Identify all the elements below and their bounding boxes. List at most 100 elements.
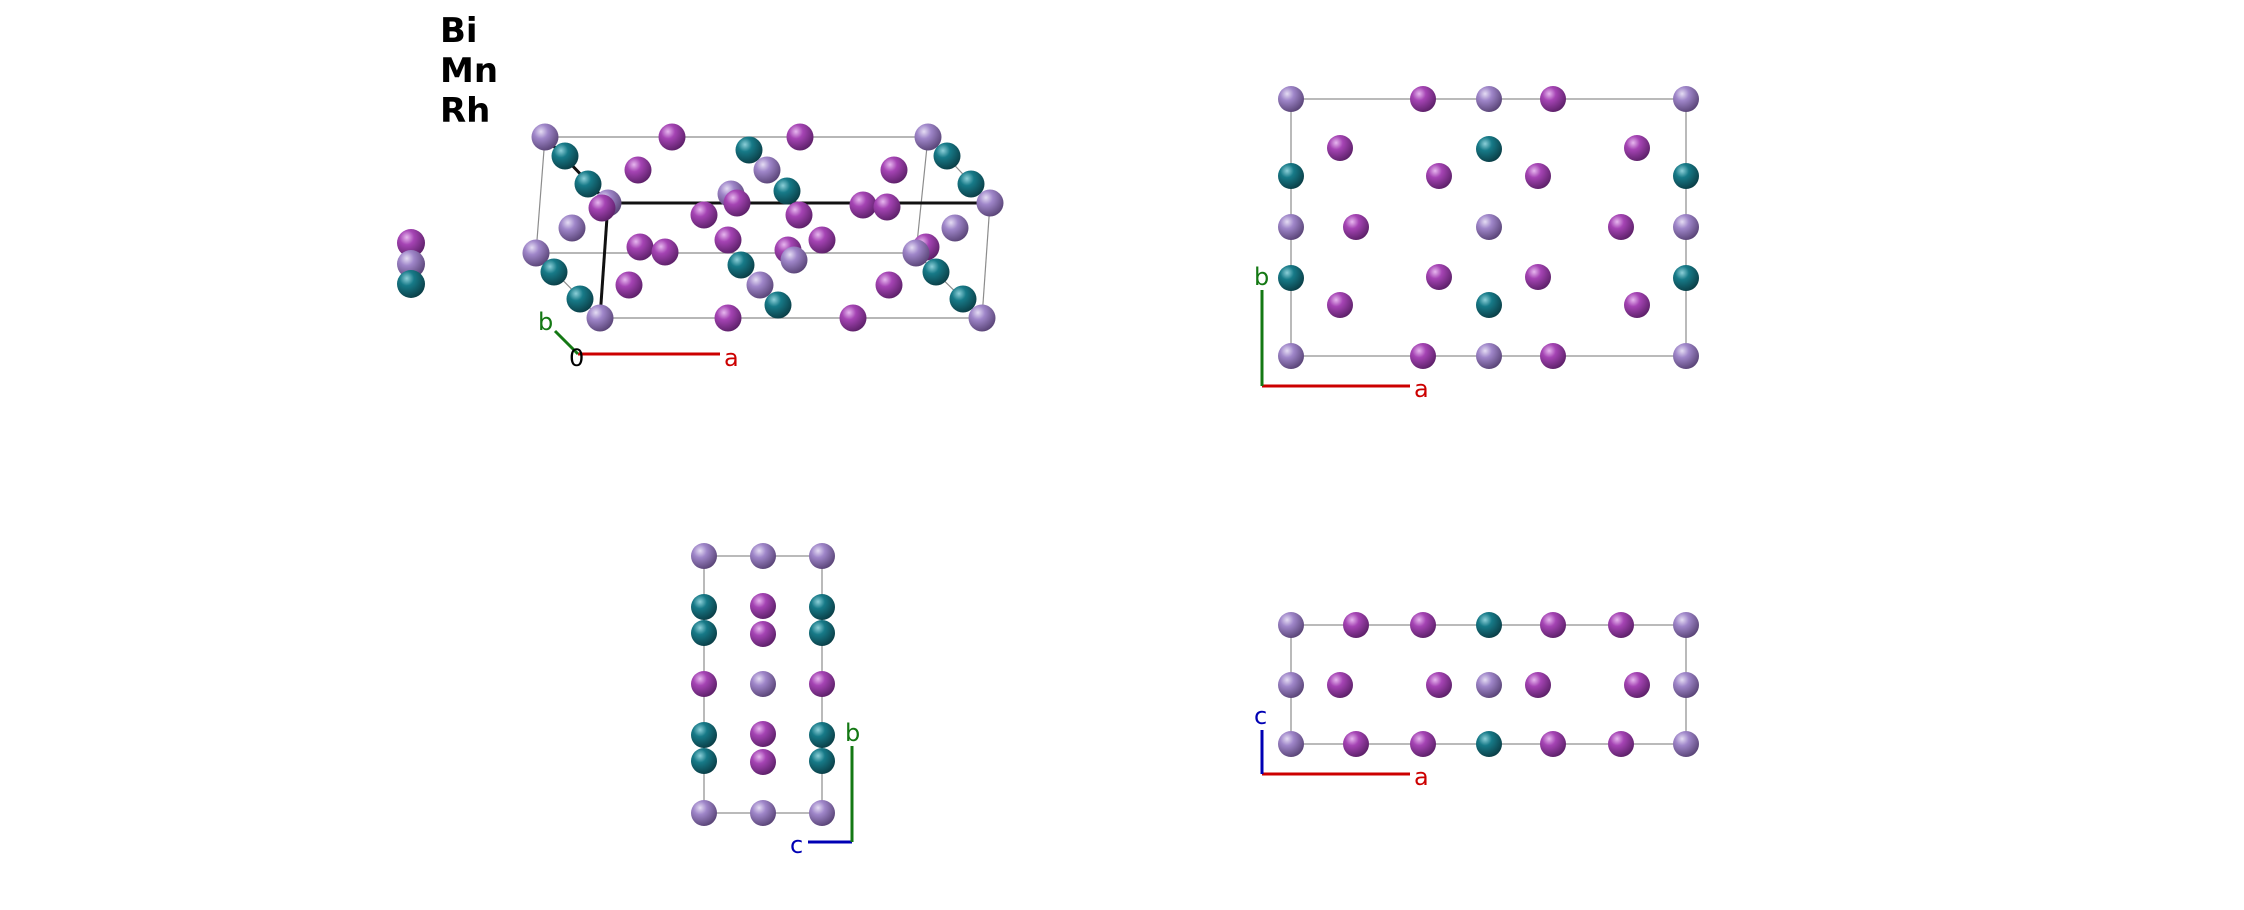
atom-bi <box>750 749 776 775</box>
atom-rh <box>753 156 781 184</box>
atom-bi <box>750 621 776 647</box>
atom-bi <box>1426 163 1452 189</box>
atom-bi <box>1624 672 1650 698</box>
atom-bi <box>714 226 742 254</box>
atom-bi <box>690 201 718 229</box>
atom-rh <box>902 239 930 267</box>
a-axis-label: a <box>1414 375 1429 403</box>
atom-mn <box>922 258 950 286</box>
atom-mn <box>1278 163 1304 189</box>
atom-mn <box>691 594 717 620</box>
atom-rh <box>691 543 717 569</box>
atom-bi <box>809 671 835 697</box>
atom-mn <box>1476 136 1502 162</box>
atom-bi <box>1426 264 1452 290</box>
atom-mn <box>1673 265 1699 291</box>
a-axis-label: a <box>1414 763 1429 791</box>
atom-bi <box>786 123 814 151</box>
atom-rh <box>750 671 776 697</box>
atom-bi <box>880 156 908 184</box>
atom-bi <box>1525 163 1551 189</box>
atom-mn <box>949 285 977 313</box>
atom-rh <box>1673 731 1699 757</box>
atom-bi <box>1327 672 1353 698</box>
axis-indicator-cb: b c <box>790 719 860 859</box>
atom-mn <box>691 748 717 774</box>
atom-bi <box>624 156 652 184</box>
atom-mn <box>691 620 717 646</box>
atom-rh <box>1278 672 1304 698</box>
atom-bi <box>808 226 836 254</box>
atom-rh <box>1476 343 1502 369</box>
b-axis-label: b <box>538 308 553 336</box>
atom-rh <box>1476 86 1502 112</box>
atoms-perspective <box>522 123 1004 332</box>
atom-bi <box>1426 672 1452 698</box>
atom-bi <box>1343 612 1369 638</box>
atom-rh <box>558 214 586 242</box>
atom-rh <box>780 246 808 274</box>
atom-rh <box>691 800 717 826</box>
atom-bi <box>1343 214 1369 240</box>
atom-rh <box>586 304 614 332</box>
view-ab-projection: b a <box>1254 86 1699 403</box>
element-legend: Bi Mn Rh <box>397 11 498 298</box>
atom-bi <box>1540 731 1566 757</box>
atom-rh <box>1476 672 1502 698</box>
atom-rh <box>531 123 559 151</box>
atom-rh <box>1673 672 1699 698</box>
legend-atom-stack <box>397 229 425 298</box>
atom-rh <box>1673 612 1699 638</box>
atom-rh <box>968 304 996 332</box>
atom-rh <box>1278 343 1304 369</box>
atom-bi <box>1410 343 1436 369</box>
c-axis-label: c <box>1254 702 1267 730</box>
c-axis-label: c <box>790 831 803 859</box>
atom-bi <box>849 191 877 219</box>
atom-mn <box>957 170 985 198</box>
b-axis-line <box>553 329 580 356</box>
atom-mn <box>764 291 792 319</box>
legend-bi: Bi <box>440 11 478 51</box>
atom-rh <box>1673 214 1699 240</box>
a-axis-label: a <box>724 344 739 372</box>
atom-rh <box>750 800 776 826</box>
atom-bi <box>714 304 742 332</box>
atom-bi <box>1410 731 1436 757</box>
atom-mn <box>551 142 579 170</box>
atom-mn <box>809 722 835 748</box>
atom-bi <box>1525 672 1551 698</box>
atom-bi <box>1410 86 1436 112</box>
legend-atom-bi <box>397 229 425 257</box>
atom-mn <box>1476 612 1502 638</box>
b-axis-label: b <box>1254 263 1269 291</box>
legend-mn: Mn <box>440 51 498 91</box>
atom-mn <box>1476 292 1502 318</box>
atom-mn <box>773 177 801 205</box>
atoms-ac <box>1278 612 1699 757</box>
atom-rh <box>809 800 835 826</box>
atom-bi <box>750 593 776 619</box>
atom-rh <box>1278 731 1304 757</box>
atom-rh <box>1278 86 1304 112</box>
atom-mn <box>1278 265 1304 291</box>
atom-bi <box>658 123 686 151</box>
atom-bi <box>1410 612 1436 638</box>
atom-mn <box>727 251 755 279</box>
atom-rh <box>914 123 942 151</box>
axis-indicator-perspective: b 0 a <box>538 308 739 372</box>
origin-label: 0 <box>569 344 584 372</box>
atom-rh <box>750 543 776 569</box>
atom-bi <box>615 271 643 299</box>
atom-mn <box>809 620 835 646</box>
view-cb-projection: b c <box>691 543 860 859</box>
atoms-cb <box>691 543 835 826</box>
atom-rh <box>1278 214 1304 240</box>
atom-bi <box>1608 731 1634 757</box>
atom-mn <box>809 748 835 774</box>
atom-bi <box>1540 343 1566 369</box>
atom-bi <box>691 671 717 697</box>
legend-rh: Rh <box>440 91 490 131</box>
atom-bi <box>1327 292 1353 318</box>
atom-bi <box>785 201 813 229</box>
